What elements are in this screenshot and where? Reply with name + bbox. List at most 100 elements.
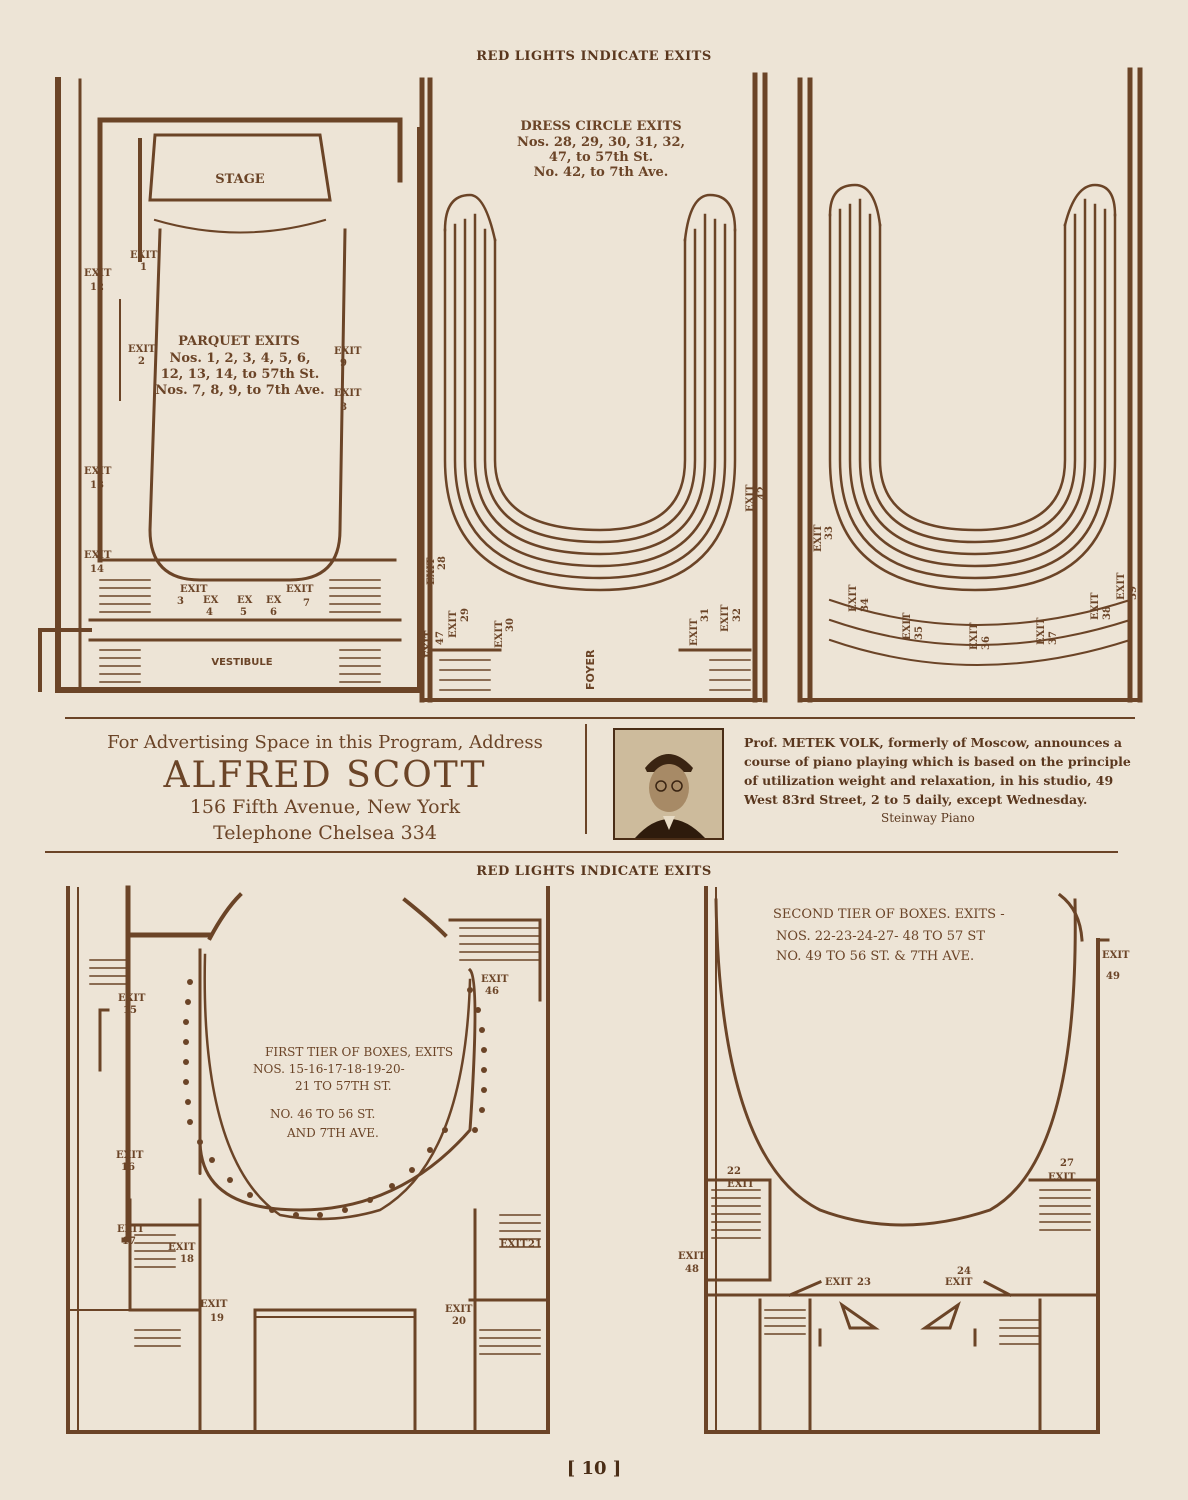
exit-29-num: 29 [460,608,471,622]
exit-15-word: EXIT [118,993,146,1004]
exit-22-num: 22 [727,1166,741,1177]
exit-39-word: EXIT [1116,572,1127,600]
exit-2-word: EXIT [128,344,156,355]
dress-circle-line1: Nos. 28, 29, 30, 31, 32, [517,135,685,150]
exit-23-num: 23 [857,1277,871,1288]
exit-38-num: 38 [1102,606,1113,620]
exit-14-num: 14 [90,564,104,575]
first-tier-line1: NOS. 15-16-17-18-19-20- [253,1062,405,1076]
exit-1-word: EXIT [130,250,158,261]
notice-text: , formerly of Moscow, announces a course… [744,735,1131,807]
exit-47-num: 47 [435,631,446,645]
first-tier-line3: NO. 46 TO 56 ST. [270,1107,375,1121]
exit-1-num: 1 [140,262,147,273]
bottom-floor-plans: FIRST TIER OF BOXES, EXITS NOS. 15-16-17… [66,885,1130,1434]
exit-30-num: 30 [505,618,516,632]
ad-phone: Telephone Chelsea 334 [213,822,437,844]
exit-14-word: EXIT [84,550,112,561]
second-tier-line2: NO. 49 TO 56 ST. & 7TH AVE. [776,949,974,964]
exit-15-num: 15 [123,1005,137,1016]
exit-2-num: 2 [138,356,145,367]
exit-21-word: EXIT [500,1239,528,1250]
exit-20-word: EXIT [445,1304,473,1315]
exit-6-num: 6 [270,607,277,618]
exit-19-word: EXIT [200,1299,228,1310]
advertising-block: For Advertising Space in this Program, A… [65,722,585,844]
parquet-line2: 12, 13, 14, to 57th St. [161,367,320,382]
second-tier-line1: NOS. 22-23-24-27- 48 TO 57 ST [776,929,985,944]
exit-20-num: 20 [452,1316,466,1327]
exit-9-word: EXIT [334,346,362,357]
notice-name: Prof. METEK VOLK [744,735,880,750]
exit-19-num: 19 [210,1313,224,1324]
divider [585,724,587,834]
dress-circle-line2: 47, to 57th St. [549,150,653,165]
ad-address: 156 Fifth Avenue, New York [189,796,461,818]
stage-label: STAGE [215,172,265,187]
exit-9-num: 9 [340,358,347,369]
exit-17-num: 17 [122,1236,136,1247]
exit-13-num: 13 [90,480,104,491]
piano-notice: Prof. METEK VOLK, formerly of Moscow, an… [744,733,1144,828]
exit-34-num: 34 [860,598,871,612]
header-red-lights-top: RED LIGHTS INDICATE EXITS [476,49,712,64]
exit-18-num: 18 [180,1254,194,1265]
exit-49-word: EXIT [1102,950,1130,961]
exit-28-num: 28 [437,556,448,570]
dress-circle-line3: No. 42, to 7th Ave. [534,165,669,180]
exit-16-num: 16 [121,1162,135,1173]
exit-37-word: EXIT [1036,617,1047,645]
first-tier-title: FIRST TIER OF BOXES, EXITS [265,1045,453,1059]
exit-31-num: 31 [700,608,711,622]
exit-8-word: EXIT [334,388,362,399]
header-red-lights-mid: RED LIGHTS INDICATE EXITS [476,864,712,879]
rule-bottom [45,851,1118,853]
exit-3-num: 3 [177,596,184,607]
exit-48-word: EXIT [678,1251,706,1262]
exit-12-num: 12 [90,282,104,293]
page-number: [ 10 ] [566,1458,622,1479]
exit-46-num: 46 [485,986,499,997]
exit-6-word: EX [266,595,282,606]
dress-circle-title: DRESS CIRCLE EXITS [520,119,681,134]
exit-35-word: EXIT [902,612,913,640]
exit-7-word: EXIT [286,584,314,595]
exit-27-word: EXIT [1048,1172,1076,1183]
second-tier-title: SECOND TIER OF BOXES. EXITS - [773,907,1005,922]
exit-17-word: EXIT [117,1224,145,1235]
exit-28-word: EXIT [426,557,437,585]
exit-48-num: 48 [685,1264,699,1275]
exit-42-num: 42 [757,486,768,500]
exit-5-num: 5 [240,607,247,618]
foyer-label: FOYER [584,649,597,690]
exit-31-word: EXIT [689,618,700,646]
first-tier-line2: 21 TO 57TH ST. [295,1079,392,1093]
exit-18-word: EXIT [168,1242,196,1253]
exit-49-num: 49 [1106,971,1120,982]
exit-3-word: EXIT [180,584,208,595]
ad-name: ALFRED SCOTT [163,755,487,796]
first-tier-line4: AND 7TH AVE. [286,1126,379,1140]
exit-4-num: 4 [206,607,213,618]
exit-37-num: 37 [1048,631,1059,645]
exit-35-num: 35 [914,626,925,640]
exit-30-word: EXIT [494,620,505,648]
portrait-photo [613,728,724,840]
exit-29-word: EXIT [448,610,459,638]
rule-top [65,717,1135,719]
exit-16-word: EXIT [116,1150,144,1161]
ad-line1: For Advertising Space in this Program, A… [107,732,543,753]
exit-13-word: EXIT [84,466,112,477]
exit-38-word: EXIT [1090,592,1101,620]
exit-32-num: 32 [732,608,743,622]
exit-24-num: 24 [957,1266,971,1277]
exit-34-word: EXIT [848,584,859,612]
exit-21-num: 21 [528,1239,542,1250]
parquet-title: PARQUET EXITS [178,334,300,349]
exit-8-num: 8 [340,402,347,413]
exit-12-word: EXIT [84,268,112,279]
exit-36-word: EXIT [969,622,980,650]
exit-39-num: 39 [1128,586,1139,600]
exit-32-word: EXIT [720,604,731,632]
exit-4-word: EX [203,595,219,606]
